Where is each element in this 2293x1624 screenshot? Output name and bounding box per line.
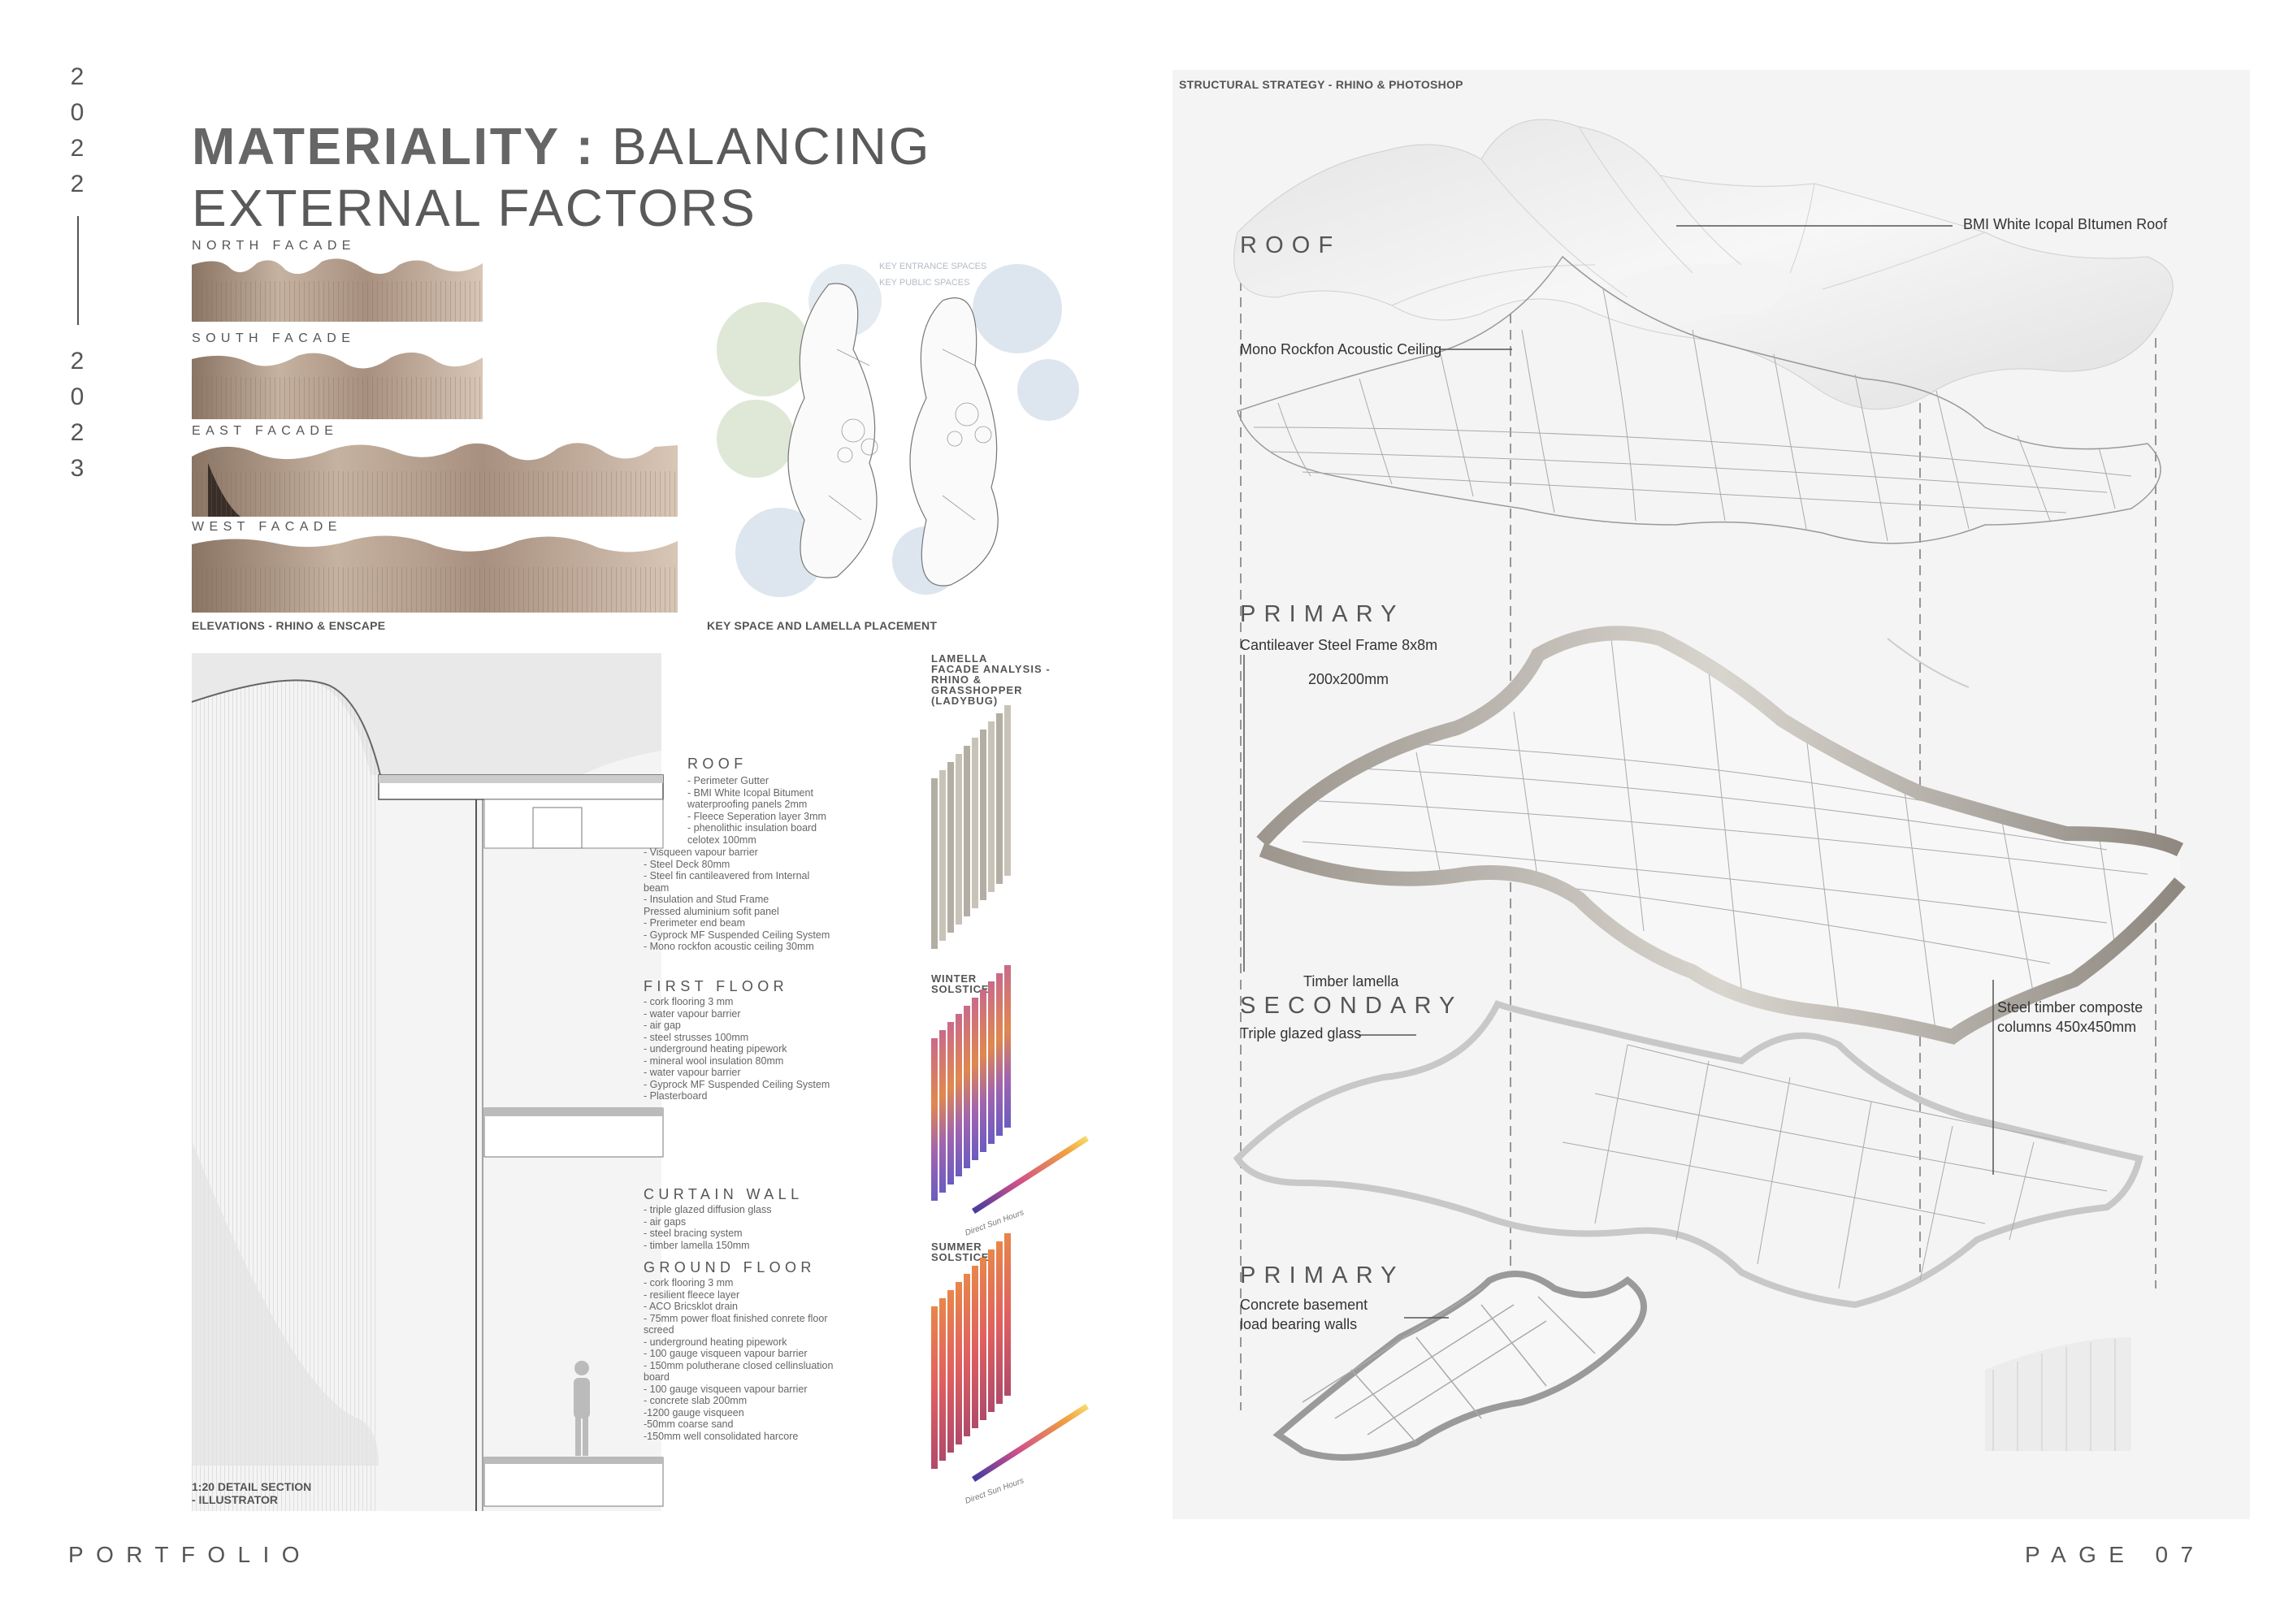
layer-primary-label: PRIMARY xyxy=(1240,601,1405,627)
east-facade-elevation xyxy=(192,443,678,517)
walls-annotation: Concrete basement load bearing walls xyxy=(1240,1295,1368,1334)
winter-legend-bar xyxy=(972,1136,1089,1214)
winter-label: WINTER SOLSTICE xyxy=(931,973,989,994)
year-digit: 3 xyxy=(70,455,85,482)
footer-page-number: PAGE 07 xyxy=(2025,1542,2206,1567)
lamella-annotation: Timber lamella xyxy=(1303,973,1399,990)
south-facade-elevation xyxy=(192,352,483,419)
curtain-wall-list: - triple glazed diffusion glass - air ga… xyxy=(644,1204,772,1251)
ceiling-annotation: Mono Rockfon Acoustic Ceiling xyxy=(1240,341,1442,357)
lamella-heading-line: (LADYBUG) xyxy=(931,695,999,707)
first-floor-heading: FIRST FLOOR xyxy=(644,978,789,994)
walls-annotation-line: Concrete basement xyxy=(1240,1297,1368,1313)
year-digit: 0 xyxy=(70,383,85,410)
columns-annotation-line: columns 450x450mm xyxy=(1997,1019,2137,1035)
year-digit: 2 xyxy=(70,348,85,375)
west-facade-label: WEST FACADE xyxy=(192,520,342,534)
elevations-caption: ELEVATIONS - RHINO & ENSCAPE xyxy=(192,619,386,632)
legend-entrance: KEY ENTRANCE SPACES xyxy=(879,262,987,271)
key-space-plans xyxy=(717,264,1079,597)
walls-annotation-line: load bearing walls xyxy=(1240,1316,1358,1332)
title-bold: MATERIALITY : xyxy=(192,117,596,175)
page-title: MATERIALITY : BALANCING EXTERNAL FACTORS xyxy=(192,115,931,239)
lamella-heading-line: LAMELLA xyxy=(931,652,988,665)
section-caption-line: - ILLUSTRATOR xyxy=(192,1493,279,1506)
plans-legend: KEY ENTRANCE SPACES KEY PUBLIC SPACES xyxy=(879,258,986,291)
exploded-axonometric xyxy=(1233,119,2186,1461)
year-digit: 2 xyxy=(70,63,85,90)
summer-label-line: SUMMER xyxy=(931,1241,982,1253)
year-digit: 2 xyxy=(70,419,85,446)
summer-legend-bar xyxy=(972,1404,1089,1482)
human-figure xyxy=(574,1361,590,1456)
winter-solstice-analysis xyxy=(931,965,1089,1214)
ground-floor-list: - cork flooring 3 mm - resilient fleece … xyxy=(644,1277,834,1442)
curtain-wall-heading: CURTAIN WALL xyxy=(644,1186,804,1202)
lamella-model xyxy=(931,705,1011,949)
layer-primary-2-label: PRIMARY xyxy=(1240,1262,1405,1288)
columns-annotation: Steel timber composte columns 450x450mm xyxy=(1997,998,2143,1037)
east-facade-label: EAST FACADE xyxy=(192,424,339,438)
first-floor-list: - cork flooring 3 mm - water vapour barr… xyxy=(644,996,830,1102)
title-line2: EXTERNAL FACTORS xyxy=(192,179,757,237)
north-facade-elevation xyxy=(192,258,483,322)
title-rest: BALANCING xyxy=(612,117,931,175)
glass-annotation: Triple glazed glass xyxy=(1240,1025,1362,1042)
summer-label: SUMMER SOLSTICE xyxy=(931,1241,989,1262)
summer-solstice-analysis xyxy=(931,1233,1089,1482)
frame-size-annotation: 200x200mm xyxy=(1308,671,1389,687)
lamella-heading-line: GRASSHOPPER xyxy=(931,684,1023,696)
year-digit: 2 xyxy=(70,135,85,162)
winter-label-line: WINTER xyxy=(931,972,977,985)
columns-annotation-line: Steel timber composte xyxy=(1997,999,2143,1016)
lamella-heading-line: RHINO & xyxy=(931,673,982,686)
detail-section-drawing xyxy=(191,653,664,1511)
year-divider xyxy=(77,216,79,325)
frame-annotation: Cantileaver Steel Frame 8x8m xyxy=(1240,637,1438,653)
structural-caption: STRUCTURAL STRATEGY - RHINO & PHOTOSHOP xyxy=(1179,78,1463,91)
lamella-heading-line: FACADE ANALYSIS - xyxy=(931,663,1051,675)
north-facade-label: NORTH FACADE xyxy=(192,239,356,253)
winter-label-line: SOLSTICE xyxy=(931,983,990,995)
layer-roof-label: ROOF xyxy=(1240,232,1342,258)
roof-spec-list-2: - Visqueen vapour barrier - Steel Deck 8… xyxy=(644,847,830,952)
footer-portfolio: PORTFOLIO xyxy=(68,1542,312,1567)
south-facade-label: SOUTH FACADE xyxy=(192,331,356,345)
ground-floor-heading: GROUND FLOOR xyxy=(644,1259,816,1275)
lamella-heading: LAMELLA FACADE ANALYSIS - RHINO & GRASSH… xyxy=(931,653,1051,706)
layer-secondary-label: SECONDARY xyxy=(1240,993,1463,1019)
legend-public: KEY PUBLIC SPACES xyxy=(879,278,970,288)
plans-caption: KEY SPACE AND LAMELLA PLACEMENT xyxy=(707,619,938,632)
section-caption: 1:20 DETAIL SECTION - ILLUSTRATOR xyxy=(192,1480,311,1506)
roof-spec-list: - Perimeter Gutter - BMI White Icopal Bi… xyxy=(687,775,826,846)
summer-label-line: SOLSTICE xyxy=(931,1251,990,1263)
year-digit: 0 xyxy=(70,99,85,126)
west-facade-elevation xyxy=(192,535,678,613)
year-digit: 2 xyxy=(70,171,85,197)
roof-spec-heading: ROOF xyxy=(687,756,748,772)
section-caption-line: 1:20 DETAIL SECTION xyxy=(192,1480,312,1493)
roof-material-annotation: BMI White Icopal BItumen Roof xyxy=(1963,216,2168,232)
